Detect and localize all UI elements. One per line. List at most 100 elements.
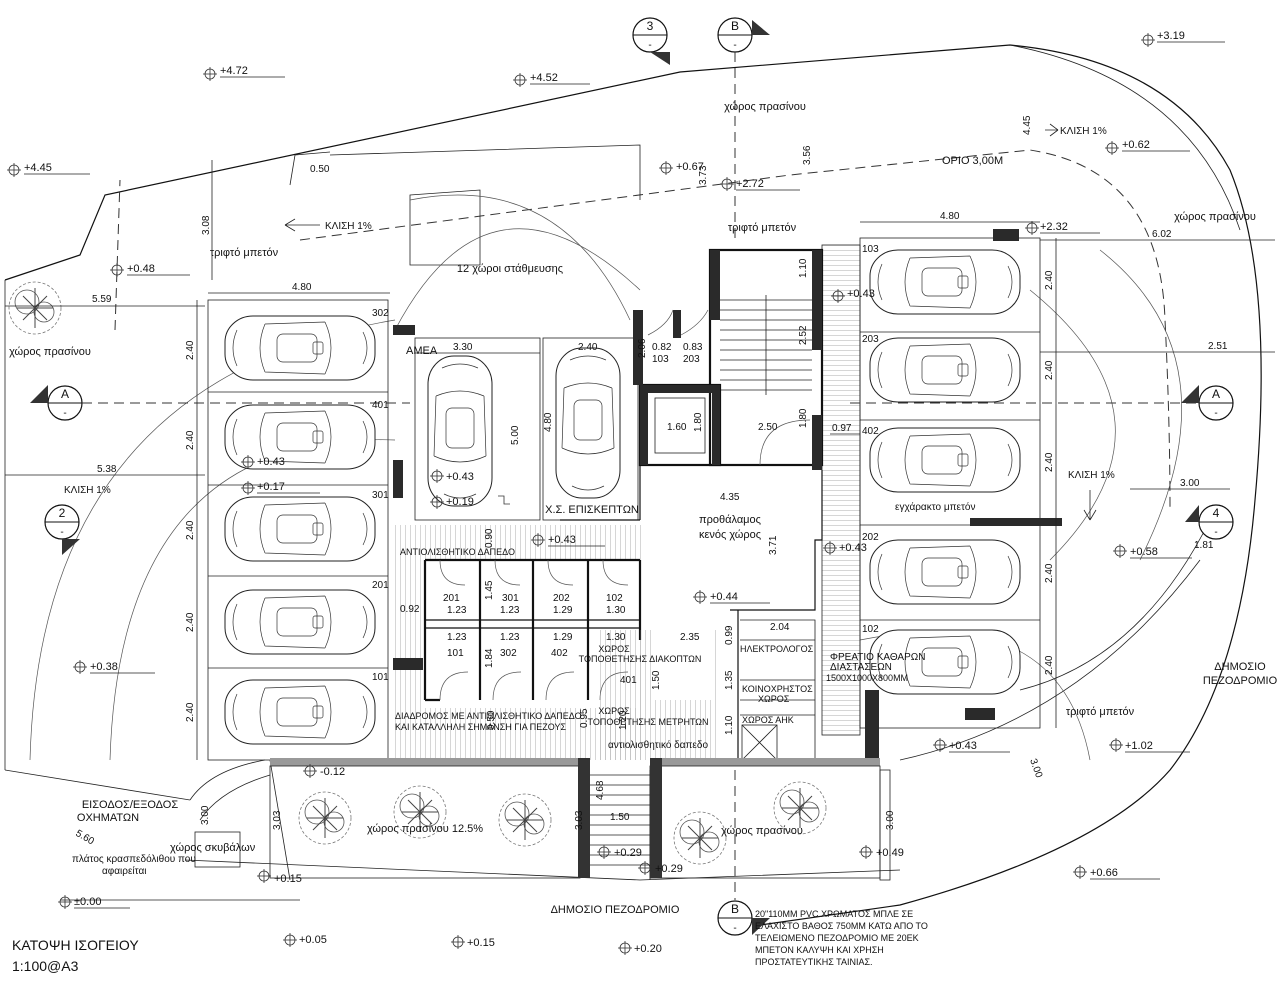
- svg-text:+0.29: +0.29: [614, 847, 642, 859]
- svg-text:+0.43: +0.43: [839, 542, 867, 554]
- svg-text:2.40: 2.40: [1044, 655, 1055, 675]
- level-marker: +0.29: [637, 860, 683, 876]
- svg-text:+0.62: +0.62: [1122, 139, 1150, 151]
- svg-text:301: 301: [372, 490, 389, 501]
- pipe-note: ΠΡΟΣΤΑΤΕΥΤΙΚΗΣ ΤΑΙΝΙΑΣ.: [755, 957, 873, 967]
- stair-treads: [720, 295, 812, 395]
- svg-text:3.73: 3.73: [698, 165, 709, 185]
- section-marker-2: 2 -: [44, 504, 80, 555]
- section-marker-4: 4 -: [1185, 504, 1234, 540]
- section-marker-3: 3 -: [632, 17, 670, 65]
- svg-text:402: 402: [862, 426, 879, 437]
- svg-text:101: 101: [372, 672, 389, 683]
- svg-text:+0.43: +0.43: [548, 534, 576, 546]
- svg-text:+0.43: +0.43: [847, 288, 875, 300]
- svg-text:2.40: 2.40: [185, 340, 196, 360]
- level-marker: +0.44: [692, 589, 770, 605]
- pipe-note: ΜΠΕΤΟΝ ΚΑΛΥΨΗ ΚΑΙ ΧΡΗΣΗ: [755, 945, 884, 955]
- svg-text:+0.66: +0.66: [1090, 867, 1118, 879]
- svg-text:4.80: 4.80: [940, 211, 960, 222]
- level-marker: +0.58: [1112, 543, 1192, 559]
- svg-text:1.23: 1.23: [500, 632, 520, 643]
- svg-text:0.95: 0.95: [579, 708, 590, 728]
- public-sidewalk-label: ΠΕΖΟΔΡΟΜΙΟ: [1203, 675, 1278, 687]
- level-marker: +0.66: [1072, 864, 1160, 880]
- svg-text:5.60: 5.60: [74, 828, 97, 847]
- svg-text:+0.58: +0.58: [1130, 546, 1158, 558]
- level-marker: +0.43: [830, 288, 875, 304]
- level-marker: +4.72: [202, 65, 285, 82]
- section-marker-b-top: B -: [717, 17, 770, 240]
- svg-text:+0.20: +0.20: [634, 943, 662, 955]
- svg-text:2.06: 2.06: [637, 338, 648, 358]
- svg-text:+0.49: +0.49: [876, 847, 904, 859]
- level-marker: +4.52: [512, 72, 590, 88]
- slope-label: ΚΛΙΣΗ 1%: [64, 485, 111, 496]
- site-boundary: [4, 44, 1262, 926]
- svg-text:A: A: [1212, 387, 1220, 401]
- svg-text:+0.67: +0.67: [676, 161, 704, 173]
- antislip-floor-label: αντιολισθητικό δαπεδο: [608, 739, 709, 751]
- svg-text:5.38: 5.38: [97, 464, 117, 475]
- svg-text:2.40: 2.40: [185, 702, 196, 722]
- bins-label: χώρος σκυβάλων: [170, 842, 256, 854]
- pipe-note: 20"110ΜΜ PVC ΧΡΩΜΑΤΟΣ ΜΠΛΕ ΣΕ: [755, 909, 913, 919]
- svg-text:-: -: [1214, 408, 1217, 419]
- svg-text:1.23: 1.23: [447, 605, 467, 616]
- sheet-title-block: ΚΑΤΟΨΗ ΙΣΟΓΕΙΟΥ 1:100@A3: [12, 937, 139, 974]
- svg-text:1.80: 1.80: [693, 412, 704, 432]
- svg-text:1.60: 1.60: [667, 422, 687, 433]
- public-sidewalk-label: ΔΗΜΟΣΙΟ ΠΕΖΟΔΡΟΜΙΟ: [551, 904, 680, 916]
- svg-text:202: 202: [862, 532, 879, 543]
- switch-room-label: ΧΩΡΟΣ: [598, 644, 630, 654]
- lobby-label: προθάλαμος: [699, 514, 761, 526]
- svg-text:3.56: 3.56: [802, 145, 813, 165]
- svg-text:+3.19: +3.19: [1157, 30, 1185, 42]
- svg-text:±0.00: ±0.00: [74, 896, 101, 908]
- svg-text:2.52: 2.52: [798, 325, 809, 345]
- svg-text:4: 4: [1213, 506, 1220, 520]
- svg-text:202: 202: [553, 593, 570, 604]
- svg-text:+4.72: +4.72: [220, 65, 248, 77]
- svg-text:0.97: 0.97: [832, 423, 852, 434]
- svg-text:+4.52: +4.52: [530, 72, 558, 84]
- svg-text:103: 103: [652, 354, 669, 365]
- green-area-label: χώρος πρασίνου: [721, 825, 803, 837]
- dimensions: 4.45 3.73 3.56 0.50 3.08 4.80 5.59 4.80 …: [5, 115, 1275, 848]
- svg-text:2.40: 2.40: [185, 430, 196, 450]
- svg-text:2.40: 2.40: [578, 342, 598, 353]
- level-marker: +0.49: [858, 844, 904, 860]
- level-marker: +2.32: [1024, 220, 1100, 236]
- svg-text:1.29: 1.29: [553, 605, 573, 616]
- vehicle-entry-label: ΟΧΗΜΑΤΩΝ: [77, 812, 139, 824]
- corridor-label: ΚΑΙ ΚΑΤΑΛΛΗΛΗ ΣΗΜΑΝΣΗ ΓΙΑ ΠΕΖΟΥΣ: [395, 722, 567, 732]
- svg-text:101: 101: [447, 648, 464, 659]
- building-core: [560, 248, 824, 761]
- svg-text:+1.02: +1.02: [1125, 740, 1153, 752]
- level-marker: +0.15: [450, 934, 495, 950]
- corridor-label: ΔΙΑΔΡΟΜΟΣ ΜΕ ΑΝΤΙΟΛΙΣΘΗΤΙΚΟ ΔΑΠΕΔΟ: [395, 711, 582, 721]
- svg-text:1.23: 1.23: [500, 605, 520, 616]
- svg-text:102: 102: [862, 624, 879, 635]
- svg-text:203: 203: [862, 334, 879, 345]
- level-marker: +2.72: [719, 176, 800, 192]
- svg-text:+0.15: +0.15: [467, 937, 495, 949]
- svg-text:2.51: 2.51: [1208, 341, 1228, 352]
- svg-text:2.40: 2.40: [185, 612, 196, 632]
- svg-text:2.04: 2.04: [770, 622, 790, 633]
- svg-text:+0.05: +0.05: [299, 934, 327, 946]
- svg-text:3.00: 3.00: [885, 810, 896, 830]
- green-area-label: χώρος πρασίνου: [1174, 211, 1256, 223]
- svg-text:3.30: 3.30: [453, 342, 473, 353]
- svg-text:-: -: [1214, 527, 1217, 538]
- svg-text:3.00: 3.00: [1180, 478, 1200, 489]
- sheet-scale: 1:100@A3: [12, 958, 79, 974]
- manhole-label: 1500Χ1000Χ800ΜΜ: [826, 673, 908, 683]
- svg-text:1.20: 1.20: [618, 710, 629, 730]
- section-markers: 3 - B - A - A - 2 -: [30, 17, 1234, 936]
- svg-text:1.50: 1.50: [610, 812, 630, 823]
- engraved-concrete-label: εγχάρακτο μπετόν: [895, 501, 975, 513]
- svg-text:+0.44: +0.44: [710, 591, 738, 603]
- svg-text:-: -: [60, 527, 63, 538]
